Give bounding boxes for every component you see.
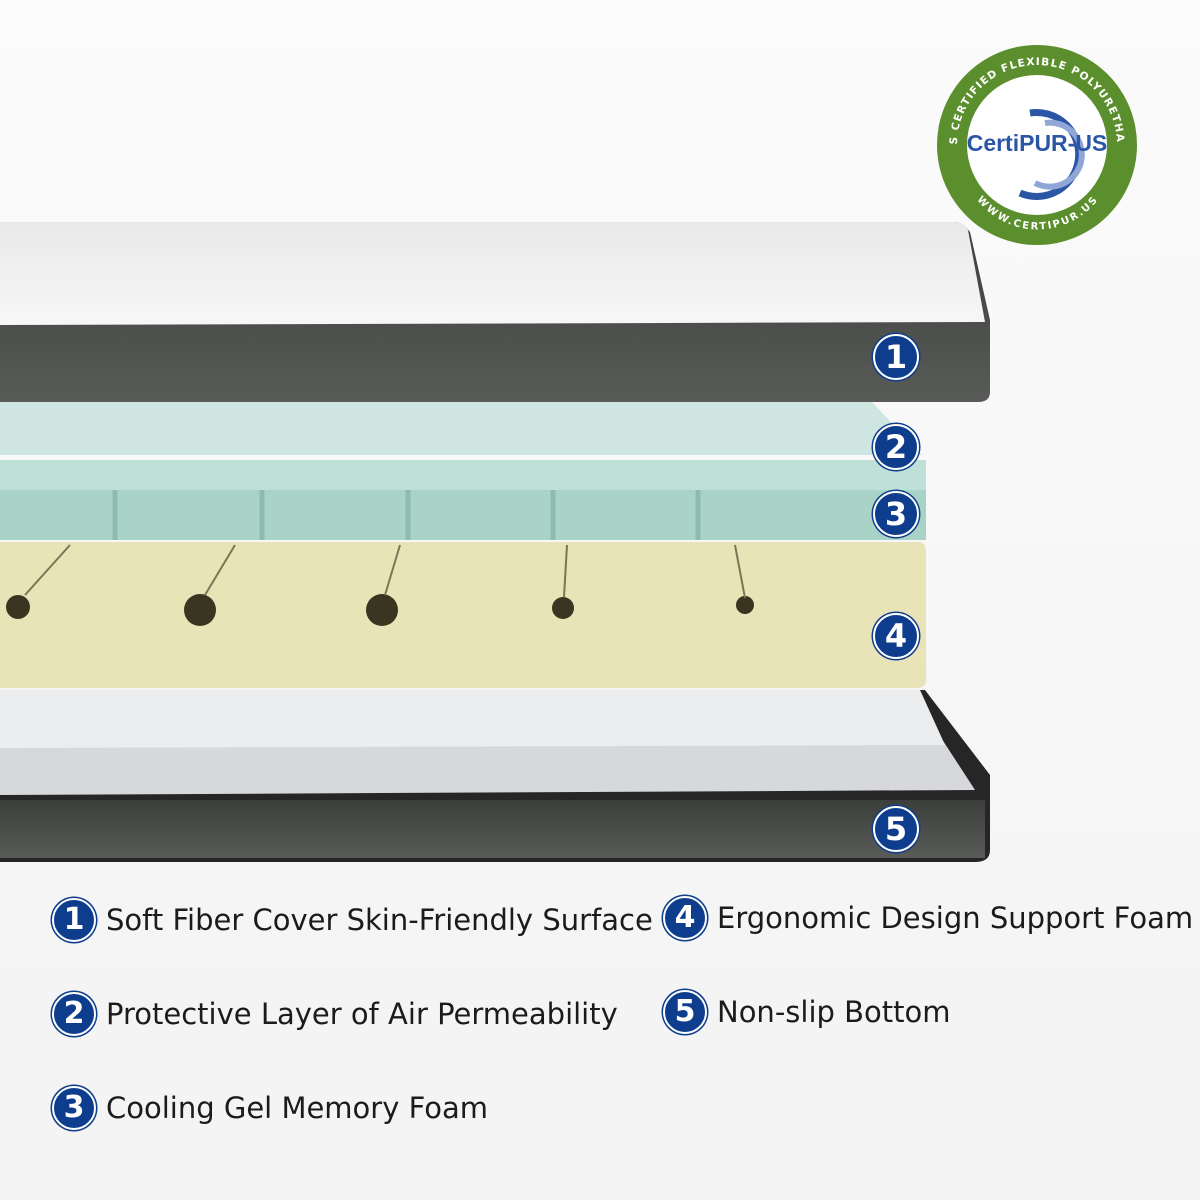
layer-badge-1: 1	[873, 334, 919, 380]
number-badge: 5	[663, 990, 707, 1034]
legend-item-3: 3 Cooling Gel Memory Foam	[52, 1086, 488, 1130]
number-badge: 1	[52, 898, 96, 942]
legend-item-5: 5 Non-slip Bottom	[663, 990, 951, 1034]
layer-3-cooling-gel-foam	[0, 460, 926, 540]
legend-label: Soft Fiber Cover Skin-Friendly Surface	[106, 903, 653, 937]
legend-item-4: 4 Ergonomic Design Support Foam	[663, 896, 1193, 940]
layer-4-support-foam	[0, 542, 926, 688]
legend-label: Protective Layer of Air Permeability	[106, 997, 618, 1031]
layer-badge-5: 5	[873, 806, 919, 852]
certipur-us-seal: CONTAINS CERTIFIED FLEXIBLE POLYURETHANE…	[935, 43, 1137, 245]
mattress-illustration	[0, 222, 990, 862]
number-badge: 3	[52, 1086, 96, 1130]
layer-badge-2: 2	[873, 424, 919, 470]
svg-text:CertiPUR-US: CertiPUR-US	[967, 130, 1108, 156]
layer-5-non-slip-bottom	[0, 690, 990, 862]
layer-badge-3: 3	[873, 491, 919, 537]
number-badge: 2	[52, 992, 96, 1036]
legend-item-2: 2 Protective Layer of Air Permeability	[52, 992, 618, 1036]
legend-label: Ergonomic Design Support Foam	[717, 901, 1194, 935]
layer-2-protective-layer	[0, 400, 922, 455]
legend-label: Cooling Gel Memory Foam	[106, 1091, 489, 1125]
legend-item-1: 1 Soft Fiber Cover Skin-Friendly Surface	[52, 898, 653, 942]
number-badge: 4	[663, 896, 707, 940]
layer-badge-4: 4	[873, 613, 919, 659]
legend-label: Non-slip Bottom	[717, 995, 951, 1029]
layer-1-soft-fiber-cover	[0, 222, 990, 402]
